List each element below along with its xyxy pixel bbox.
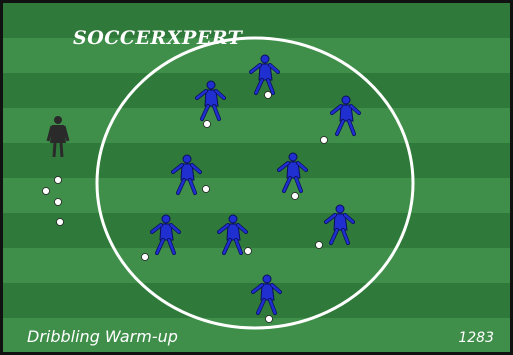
stripe	[3, 213, 513, 248]
drill-title: Dribbling Warm-up	[27, 327, 178, 346]
soccer-ball-icon	[43, 188, 50, 195]
soccerxpert-logo: SOCCERXPERT	[73, 27, 242, 49]
drill-number: 1283	[458, 330, 494, 346]
soccer-ball-icon	[266, 316, 273, 323]
soccer-ball-icon	[55, 177, 62, 184]
soccer-ball-icon	[292, 193, 299, 200]
stripe	[3, 248, 513, 283]
stripe	[3, 178, 513, 213]
soccer-ball-icon	[245, 248, 252, 255]
soccer-ball-icon	[55, 199, 62, 206]
soccer-ball-icon	[203, 186, 210, 193]
stripe	[3, 108, 513, 143]
soccer-ball-icon	[321, 137, 328, 144]
soccer-ball-icon	[316, 242, 323, 249]
stripe	[3, 143, 513, 178]
field-diagram	[3, 3, 513, 355]
field-stripes	[3, 3, 513, 355]
soccer-ball-icon	[57, 219, 64, 226]
soccer-ball-icon	[265, 92, 272, 99]
soccer-ball-icon	[142, 254, 149, 261]
soccer-ball-icon	[204, 121, 211, 128]
